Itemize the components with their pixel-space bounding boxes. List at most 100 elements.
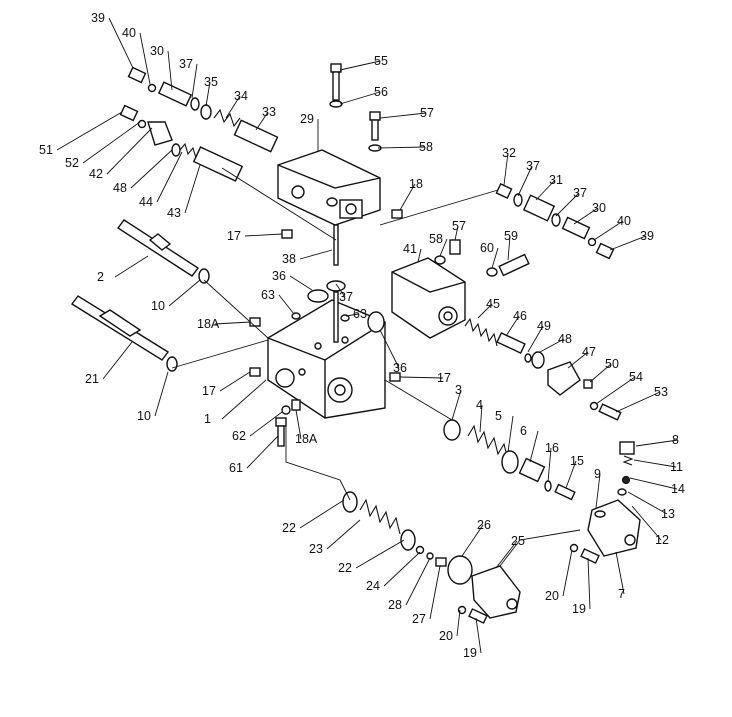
leader-c50	[589, 363, 612, 383]
leader-c17c	[399, 376, 444, 379]
pin-38	[333, 224, 339, 266]
leader-c6	[529, 430, 539, 463]
callout-c62: 62	[232, 429, 246, 443]
callout-c34: 34	[234, 89, 248, 103]
callout-c39a: 39	[91, 11, 105, 25]
leader-c37c	[555, 192, 580, 217]
plug-18	[391, 209, 403, 219]
bolt-61-head	[275, 417, 287, 427]
valve-body-41	[391, 257, 466, 339]
leader-c60	[491, 247, 499, 269]
leader-c57a	[379, 112, 427, 119]
callout-c30b: 30	[592, 201, 606, 215]
leader-c54	[595, 376, 636, 405]
callout-c26: 26	[477, 518, 491, 532]
leader-c19a	[475, 617, 482, 654]
leader-c10a	[168, 279, 201, 307]
plug-27	[435, 557, 447, 567]
callout-c17a: 17	[227, 229, 241, 243]
spring-45	[464, 317, 498, 347]
callout-c61: 61	[229, 461, 243, 475]
retainer-5	[501, 450, 519, 474]
leader-c3	[451, 389, 462, 421]
leader-c37b	[517, 165, 533, 197]
callout-c10b: 10	[137, 409, 151, 423]
bolt-61-shank	[277, 425, 285, 447]
leader-c14	[629, 477, 678, 490]
callout-c21: 21	[85, 372, 99, 386]
callout-c58a: 58	[419, 140, 433, 154]
leader-c53	[615, 391, 661, 413]
leader-c34	[225, 95, 241, 119]
leader-c18	[399, 183, 416, 211]
callout-c19a: 19	[463, 646, 477, 660]
o-ring-26	[447, 555, 473, 585]
leader-c22b	[355, 539, 405, 569]
leader-c10b	[154, 371, 169, 417]
seat-22a	[342, 491, 358, 513]
plug-8	[619, 441, 635, 455]
callout-c18A_a: 18A	[197, 317, 220, 331]
callout-c22a: 22	[282, 521, 296, 535]
leader-c11	[633, 459, 677, 468]
callout-c16: 16	[545, 441, 559, 455]
leader-c22a	[299, 499, 345, 529]
callout-c57a: 57	[420, 106, 434, 120]
leader-c43	[184, 164, 201, 214]
leader-c61	[246, 435, 279, 469]
leader-c30b	[573, 207, 599, 225]
callout-c43: 43	[167, 206, 181, 220]
callout-c63b: 63	[353, 307, 367, 321]
plug-17a	[281, 229, 293, 239]
callout-c57b: 57	[452, 219, 466, 233]
callout-c20a: 20	[439, 629, 453, 643]
callout-c59: 59	[504, 229, 518, 243]
o-ring-36	[367, 311, 385, 333]
leader-c12	[631, 505, 662, 541]
plug-18A-b	[291, 399, 301, 411]
callout-c32: 32	[502, 146, 516, 160]
spool-21	[70, 295, 170, 361]
washer-54	[589, 401, 599, 411]
callout-c11: 11	[670, 460, 683, 474]
housing-7	[587, 499, 641, 557]
callout-c37b: 37	[526, 159, 540, 173]
leader-c8	[635, 439, 679, 447]
leader-c48a	[130, 149, 173, 189]
callout-c37c: 37	[573, 186, 587, 200]
leader-c1	[221, 379, 267, 420]
alignment-lines	[171, 167, 581, 567]
callout-c15: 15	[570, 454, 584, 468]
leader-c44	[156, 151, 183, 203]
cover-47	[547, 361, 581, 396]
callout-c22b: 22	[338, 561, 352, 575]
callout-c37d: 37	[339, 290, 353, 304]
callout-c2: 2	[97, 270, 104, 284]
callout-c33: 33	[262, 105, 276, 119]
leader-c21	[102, 341, 133, 380]
leader-c63b	[345, 313, 360, 317]
callout-c8: 8	[672, 433, 679, 447]
o-ring-63b	[340, 314, 350, 322]
leader-c41	[417, 248, 422, 263]
plug-17b	[249, 367, 261, 377]
leader-c4	[479, 404, 483, 433]
callout-c40a: 40	[122, 26, 136, 40]
leader-c33	[255, 111, 269, 131]
leader-c9	[595, 473, 601, 509]
callout-c40b: 40	[617, 214, 631, 228]
callout-c53: 53	[654, 385, 668, 399]
callout-c44: 44	[139, 195, 153, 209]
seat-13	[617, 488, 627, 496]
leader-c20a	[456, 609, 461, 637]
leader-c52	[82, 121, 141, 164]
spool-2	[116, 219, 200, 277]
callout-c63a: 63	[261, 288, 275, 302]
leader-c63a	[278, 294, 295, 315]
callout-c31: 31	[549, 173, 563, 187]
seal-37-a	[326, 197, 338, 207]
callout-c18: 18	[409, 177, 423, 191]
callout-c5: 5	[495, 409, 502, 423]
